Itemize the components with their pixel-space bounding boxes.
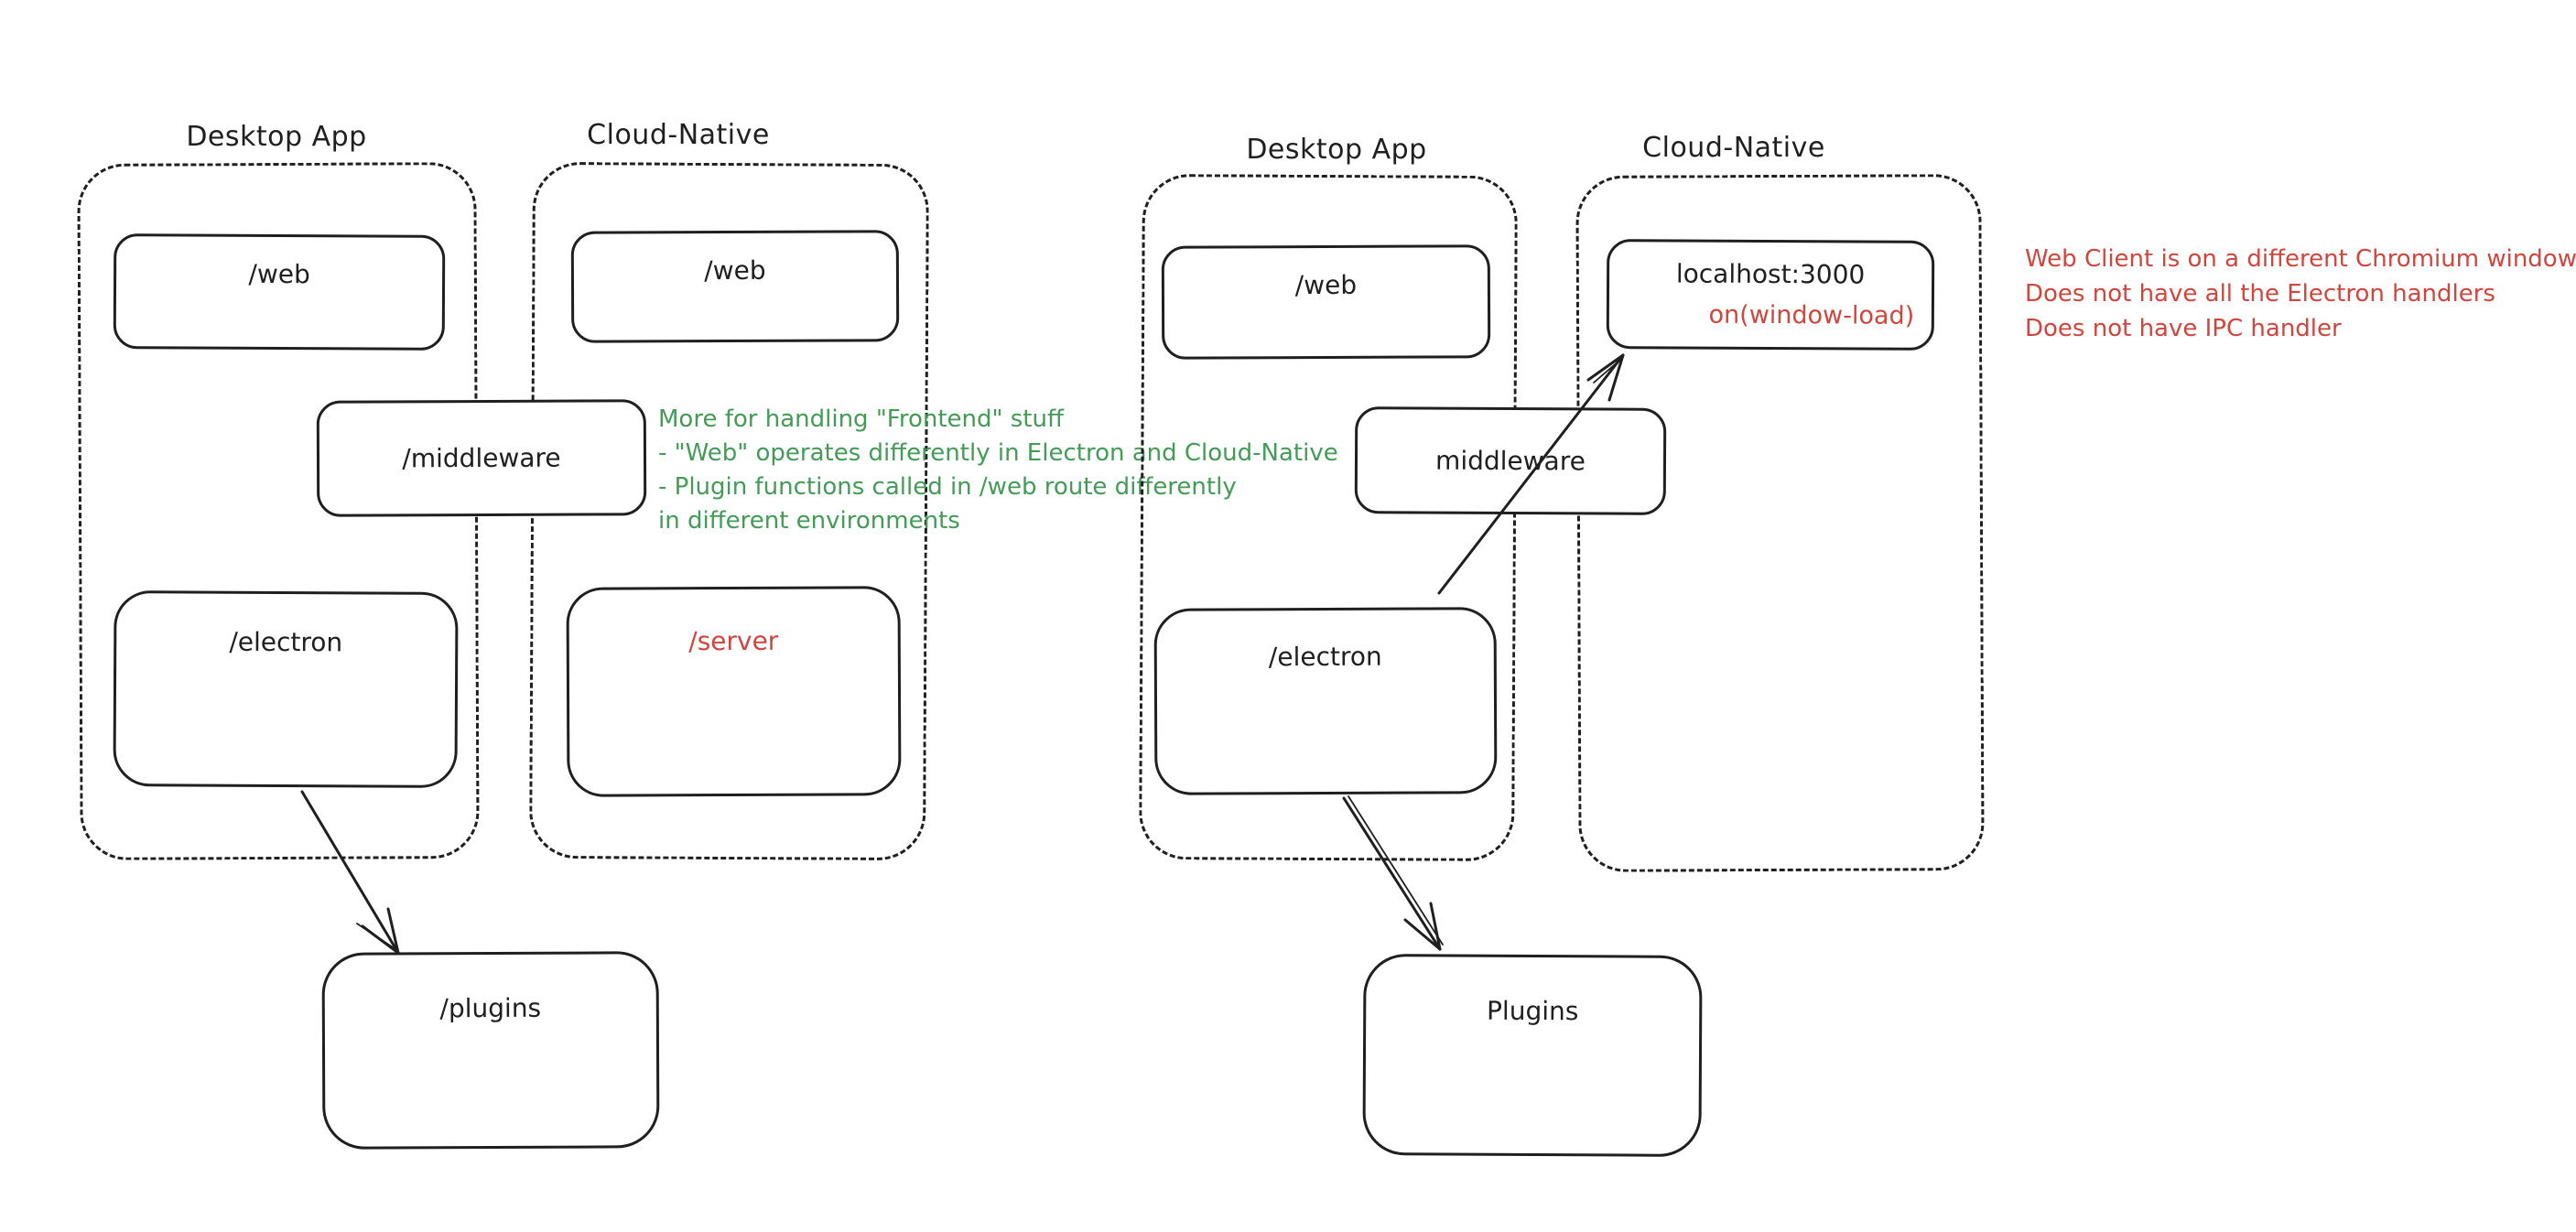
right-plugins-label: Plugins xyxy=(1487,995,1579,1027)
right-desktop-app-title: Desktop App xyxy=(1246,134,1427,166)
left-cloud-web-label: /web xyxy=(704,254,766,286)
arrowhead-line xyxy=(1429,902,1442,951)
green-note-line-4: in different environments xyxy=(658,507,960,535)
green-note-line-3: - Plugin functions called in /web route … xyxy=(658,473,1237,501)
right-desktop-web-label: /web xyxy=(1294,269,1358,301)
arrowhead-sketch-line xyxy=(356,923,396,950)
left-desktop-web-box: /web xyxy=(113,233,446,351)
right-localhost-box: localhost:3000 on(window-load) xyxy=(1606,239,1935,351)
right-electron-box: /electron xyxy=(1153,607,1498,795)
right-red-annotation: Web Client is on a different Chromium wi… xyxy=(2025,242,2576,346)
left-middleware-label: /middleware xyxy=(402,442,561,474)
left-electron-label: /electron xyxy=(229,626,343,658)
right-middleware-box: middleware xyxy=(1354,406,1667,515)
right-cloud-native-title: Cloud-Native xyxy=(1642,132,1825,164)
right-electron-label: /electron xyxy=(1268,641,1382,673)
left-server-box: /server xyxy=(566,586,902,797)
red-note-line-2: Does not have all the Electron handlers xyxy=(2025,280,2495,308)
right-plugins-box: Plugins xyxy=(1362,954,1703,1157)
red-note-line-1: Web Client is on a different Chromium wi… xyxy=(2025,245,2576,273)
left-cloud-native-title: Cloud-Native xyxy=(587,119,770,151)
arrowhead-line xyxy=(386,907,400,955)
right-localhost-label: localhost:3000 xyxy=(1675,258,1866,290)
arrowhead-line xyxy=(361,924,400,955)
right-desktop-web-box: /web xyxy=(1161,244,1491,360)
green-note-line-2: - "Web" operates differently in Electron… xyxy=(658,439,1338,467)
right-window-load-label: on(window-load) xyxy=(1708,300,1915,330)
left-desktop-app-title: Desktop App xyxy=(186,121,367,153)
left-server-label: /server xyxy=(688,625,779,657)
red-note-line-3: Does not have IPC handler xyxy=(2025,315,2342,342)
right-middleware-label: middleware xyxy=(1435,445,1586,477)
left-electron-box: /electron xyxy=(113,590,459,788)
left-middleware-box: /middleware xyxy=(316,399,647,517)
left-desktop-web-label: /web xyxy=(248,258,310,290)
arrowhead-line xyxy=(1403,918,1442,951)
left-plugins-box: /plugins xyxy=(321,951,660,1150)
left-green-annotation: More for handling "Frontend" stuff - "We… xyxy=(658,403,1338,538)
left-plugins-label: /plugins xyxy=(439,992,542,1024)
left-cloud-web-box: /web xyxy=(570,230,900,343)
green-note-line-1: More for handling "Frontend" stuff xyxy=(658,405,1064,433)
